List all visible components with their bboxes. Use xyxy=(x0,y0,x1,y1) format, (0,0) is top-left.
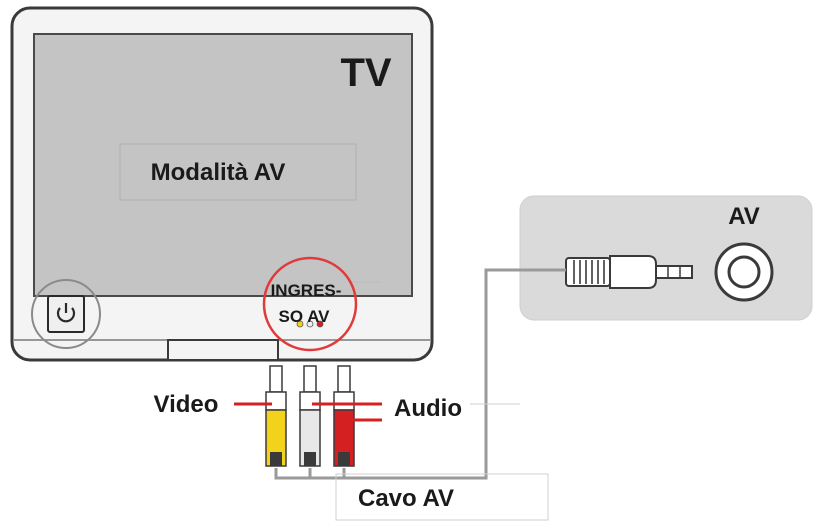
power-button[interactable] xyxy=(47,295,85,333)
rca-plug-audio-red xyxy=(333,365,355,467)
plug-grip-ridges xyxy=(573,260,605,284)
audio-label: Audio xyxy=(394,395,462,422)
device-av-port-label: AV xyxy=(728,203,760,230)
av-port-inner xyxy=(727,255,761,289)
power-icon xyxy=(56,303,76,323)
cable-main xyxy=(274,268,566,480)
plug-pin xyxy=(655,265,693,279)
video-label: Video xyxy=(154,391,219,418)
cable-label: Cavo AV xyxy=(358,485,454,512)
tv: TV Modalità AV INGRES- SO AV xyxy=(10,6,434,362)
tv-stand xyxy=(167,339,279,361)
av-input-highlight-circle xyxy=(262,256,358,352)
av-input-jack-white xyxy=(306,320,314,328)
av-input-label-line1: INGRES- xyxy=(271,281,342,300)
plug-housing xyxy=(609,255,657,289)
tv-screen xyxy=(33,33,413,297)
av-input-jack-yellow xyxy=(296,320,304,328)
av-cable: Video Audio Cavo AV xyxy=(154,268,566,521)
screen-mode-text: Modalità AV xyxy=(151,159,286,186)
av-input-jack-red xyxy=(316,320,324,328)
av-input-label-line2: SO AV xyxy=(278,307,330,326)
device-panel: AV xyxy=(519,195,813,321)
power-highlight-circle xyxy=(31,279,101,349)
screen-text-panel xyxy=(119,143,357,201)
rca-plug-audio-white xyxy=(299,365,321,467)
rca-plug-video-yellow xyxy=(265,365,287,467)
tv-title: TV xyxy=(340,51,391,95)
cable-label-frame xyxy=(335,473,549,521)
